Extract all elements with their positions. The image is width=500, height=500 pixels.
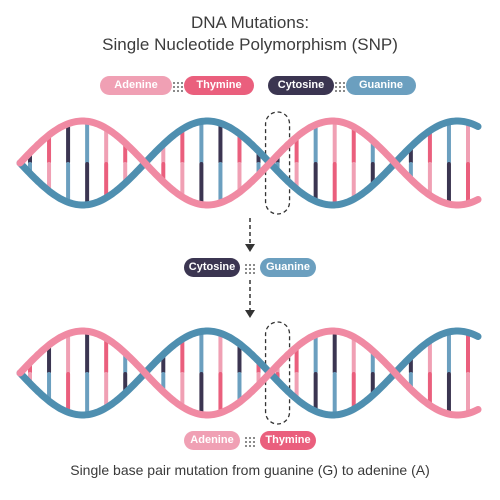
title-line-2: Single Nucleotide Polymorphism (SNP): [102, 35, 398, 54]
dna-helix-mutated: [16, 321, 482, 425]
title-line-1: DNA Mutations:: [190, 13, 310, 32]
legend-adenine-pill: Adenine: [100, 76, 172, 95]
dna-helix-original: [16, 111, 482, 215]
legend-cytosine-pill: Cytosine: [268, 76, 334, 95]
bottom-adenine-pill: Adenine: [184, 431, 240, 450]
pairing-dots-icon: [245, 437, 255, 447]
pairing-dots-icon: [245, 264, 255, 274]
caption: Single base pair mutation from guanine (…: [70, 462, 430, 478]
mutation-highlight-box: [264, 321, 291, 425]
backbone-strand-pink: [16, 117, 482, 209]
middle-cytosine-pill: Cytosine: [184, 258, 240, 277]
mutation-highlight-box: [264, 111, 291, 215]
pairing-dots-icon: [335, 82, 345, 92]
backbone-strand-blue: [16, 117, 482, 209]
legend-thymine-pill: Thymine: [184, 76, 254, 95]
middle-guanine-pill: Guanine: [260, 258, 316, 277]
backbone-strand-pink: [16, 327, 482, 419]
bottom-thymine-pill: Thymine: [260, 431, 316, 450]
backbone-strand-blue: [16, 327, 482, 419]
pairing-dots-icon: [173, 82, 183, 92]
legend-guanine-pill: Guanine: [346, 76, 416, 95]
